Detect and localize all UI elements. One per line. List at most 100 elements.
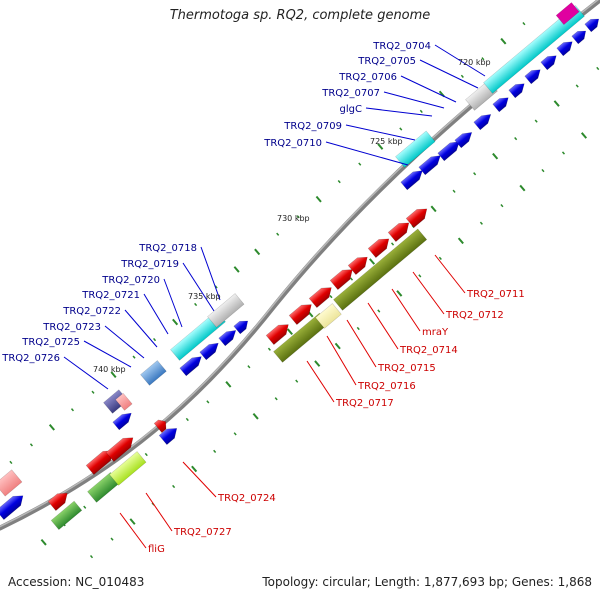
scale-label: 730 kbp xyxy=(277,214,310,223)
tick-mark xyxy=(479,221,483,225)
forward-gene-label: TRQ2_0711 xyxy=(466,289,525,300)
tick-mark xyxy=(29,443,33,447)
forward-gene-label: TRQ2_0712 xyxy=(445,310,504,321)
reverse-gene-label: TRQ2_0725 xyxy=(21,337,80,348)
leader-line xyxy=(63,356,109,390)
leader-line xyxy=(182,262,215,312)
tick-mark xyxy=(233,266,240,273)
reverse-gene-label: TRQ2_0707 xyxy=(321,88,380,99)
tick-mark xyxy=(418,274,422,278)
tick-mark xyxy=(314,360,321,367)
reverse-gene-arrow xyxy=(508,83,525,99)
tick-mark xyxy=(296,215,300,219)
feature-block-pink xyxy=(0,469,23,497)
tick-mark xyxy=(368,258,376,265)
reverse-gene-arrow xyxy=(112,412,132,431)
tick-mark xyxy=(110,371,117,378)
feature-block-olive xyxy=(333,228,428,311)
leader-line xyxy=(163,278,183,328)
tick-mark xyxy=(596,66,600,71)
forward-gene-arrow xyxy=(308,287,332,308)
reverse-gene-label: TRQ2_0704 xyxy=(372,41,431,52)
leader-line xyxy=(383,91,445,109)
tick-mark xyxy=(83,505,87,509)
forward-gene-arrow xyxy=(347,256,368,275)
tick-mark xyxy=(267,347,271,351)
leader-line xyxy=(325,141,409,166)
reverse-gene-label: glgC xyxy=(340,104,362,115)
reverse-gene-arrow xyxy=(437,141,460,162)
leader-line xyxy=(124,309,158,348)
reverse-gene-arrow xyxy=(218,330,237,347)
tick-mark xyxy=(286,328,293,336)
tick-mark xyxy=(194,302,198,307)
reverse-gene-label: TRQ2_0723 xyxy=(42,322,101,333)
tick-mark xyxy=(419,109,423,114)
scale-label: 740 kbp xyxy=(93,365,126,374)
tick-mark xyxy=(144,452,148,457)
reverse-gene-arrow xyxy=(0,495,24,520)
reverse-gene-arrow xyxy=(584,18,600,33)
forward-gene-arrow xyxy=(288,304,312,325)
feature-block-magenta xyxy=(555,2,580,25)
leader-line xyxy=(412,271,445,315)
forward-gene-label: TRQ2_0724 xyxy=(217,493,276,504)
genome-backbone xyxy=(0,0,600,531)
tick-mark xyxy=(329,294,333,299)
forward-gene-label: mraY xyxy=(422,327,449,338)
reverse-gene-arrow xyxy=(199,342,219,361)
reverse-gene-label: TRQ2_0722 xyxy=(62,306,121,317)
tick-mark xyxy=(252,412,259,420)
tick-mark xyxy=(452,189,456,193)
tick-mark xyxy=(377,309,381,313)
leader-line xyxy=(143,293,169,335)
tick-mark xyxy=(254,248,261,256)
leader-line xyxy=(145,492,173,532)
reverse-gene-arrow xyxy=(400,170,423,191)
reverse-gene-arrow xyxy=(418,155,441,176)
tick-mark xyxy=(295,379,299,383)
tick-mark xyxy=(553,100,560,107)
tick-mark xyxy=(191,465,198,473)
scale-label: 735 kbp xyxy=(188,292,221,301)
leader-line xyxy=(119,512,147,549)
tick-mark xyxy=(9,460,13,465)
reverse-gene-arrow xyxy=(492,97,509,113)
tick-mark xyxy=(430,205,437,213)
tick-mark xyxy=(233,432,237,436)
leader-line xyxy=(200,246,221,301)
tick-mark xyxy=(334,342,341,350)
reverse-gene-label: TRQ2_0719 xyxy=(120,259,179,270)
reverse-gene-label: TRQ2_0710 xyxy=(263,138,322,149)
tick-mark xyxy=(473,172,477,176)
tick-mark xyxy=(575,84,579,88)
forward-gene-arrow xyxy=(329,269,353,290)
feature-block-pink xyxy=(115,392,133,411)
reverse-gene-arrow xyxy=(233,320,249,335)
forward-gene-arrow xyxy=(153,419,167,433)
forward-gene-arrow xyxy=(405,208,428,228)
reverse-gene-label: TRQ2_0718 xyxy=(138,243,197,254)
tick-mark xyxy=(274,397,278,401)
leader-line xyxy=(104,325,145,359)
leader-line xyxy=(419,59,479,89)
tick-mark xyxy=(356,326,360,331)
reverse-gene-arrow xyxy=(473,114,492,131)
reverse-gene-label: TRQ2_0709 xyxy=(283,121,342,132)
feature-block-cyan xyxy=(483,5,585,94)
tick-mark xyxy=(514,137,518,141)
tick-mark xyxy=(315,195,322,203)
scale-label: 725 kbp xyxy=(370,137,403,146)
reverse-gene-arrow xyxy=(556,41,573,57)
tick-mark xyxy=(213,449,217,453)
reverse-gene-arrow xyxy=(179,356,202,377)
feature-block-steel-blue xyxy=(140,360,167,386)
forward-gene-arrow xyxy=(265,324,289,345)
forward-gene-label: TRQ2_0715 xyxy=(377,363,436,374)
genome-summary-label: Topology: circular; Length: 1,877,693 bp… xyxy=(262,575,592,589)
tick-mark xyxy=(185,417,189,422)
tick-mark xyxy=(390,242,395,246)
tick-mark xyxy=(541,168,545,173)
